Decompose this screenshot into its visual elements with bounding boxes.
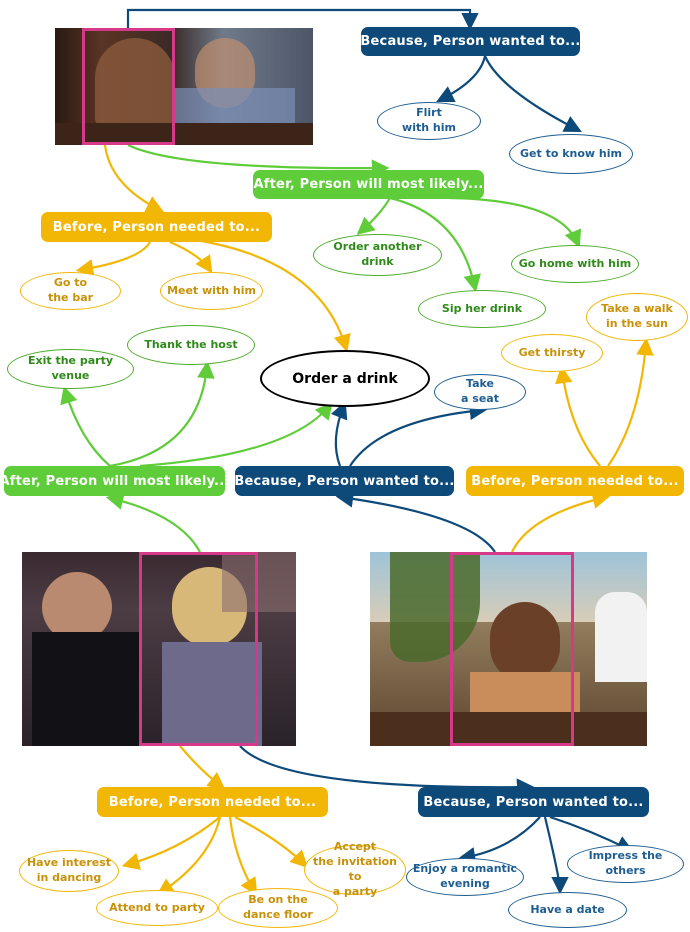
highlight-box-right [450,552,574,746]
connector-middle-because [335,490,496,553]
connector-after-center [139,401,333,468]
bottom-because-header: Because, Person wanted to... [418,787,649,817]
top-because-item-flirt: Flirt with him [377,102,481,140]
right-before-item-thirsty: Get thirsty [501,334,603,372]
bottom-because-item-impress: Impress the others [567,845,684,883]
top-before-header: Before, Person needed to... [41,212,272,242]
top-because-header: Because, Person wanted to... [360,27,580,56]
bottom-before-item-interest: Have interest in dancing [19,850,119,892]
center-node-order-drink: Order a drink [260,350,430,407]
middle-because-item-seat: Take a seat [434,374,526,410]
connector-exit [60,385,111,467]
bottom-before-item-attend: Attend to party [96,890,218,926]
connector-invitation [234,816,309,869]
right-before-header: Before, Person needed to... [466,466,684,496]
photo-party-scene [22,552,296,746]
photo-beach-bar [370,552,647,746]
connector-sip [389,196,481,293]
connector-seat [349,402,488,467]
connector-dance-floor [228,816,258,896]
middle-because-header: Because, Person wanted to... [234,466,454,496]
highlight-box-left [139,552,258,746]
connector-thank [109,360,215,468]
connector-go-bar [75,241,151,277]
connector-right-before [511,491,611,553]
top-after-header: After, Person will most likely... [253,170,484,199]
connector-bottom-because [239,745,535,796]
connector-order-another [356,197,391,235]
connector-meet [169,240,213,274]
bottom-because-item-romantic: Enjoy a romantic evening [406,858,524,896]
connector-left-after [105,492,201,553]
connector-top-before [103,144,164,212]
connector-before-center [194,238,351,353]
top-after-item-go-home: Go home with him [511,245,639,283]
connector-top-after [127,144,390,177]
connector-walk [607,337,654,467]
top-before-item-meet: Meet with him [160,272,263,310]
connector-attend [156,816,222,896]
left-after-item-thank: Thank the host [127,325,255,365]
top-after-item-sip: Sip her drink [418,290,546,328]
left-after-item-exit: Exit the party venue [7,349,134,389]
connector-top-because [126,8,479,31]
connector-romantic [457,816,541,865]
top-because-item-get-to-know: Get to know him [509,134,633,174]
connector-go-home [449,196,582,249]
connector-interest [121,816,221,870]
connector-flirt [436,55,487,102]
top-after-item-order-another: Order another drink [313,234,442,276]
top-before-item-go-bar: Go to the bar [20,272,121,310]
bottom-before-header: Before, Person needed to... [97,787,328,817]
bottom-because-item-date: Have a date [508,892,627,928]
photo-bar-scene [55,28,313,145]
bottom-before-item-invitation: Accept the invitation to a party [304,840,406,898]
connector-because-center [330,400,348,467]
highlight-box-top [82,28,175,145]
left-after-header: After, Person will most likely... [0,466,229,496]
connector-date [543,816,569,895]
connector-bottom-before [179,745,226,790]
connector-get-to-know [483,55,582,133]
connector-thirsty [555,365,601,467]
right-before-item-walk: Take a walk in the sun [586,293,688,341]
bottom-before-item-dance-floor: Be on the dance floor [218,888,338,928]
